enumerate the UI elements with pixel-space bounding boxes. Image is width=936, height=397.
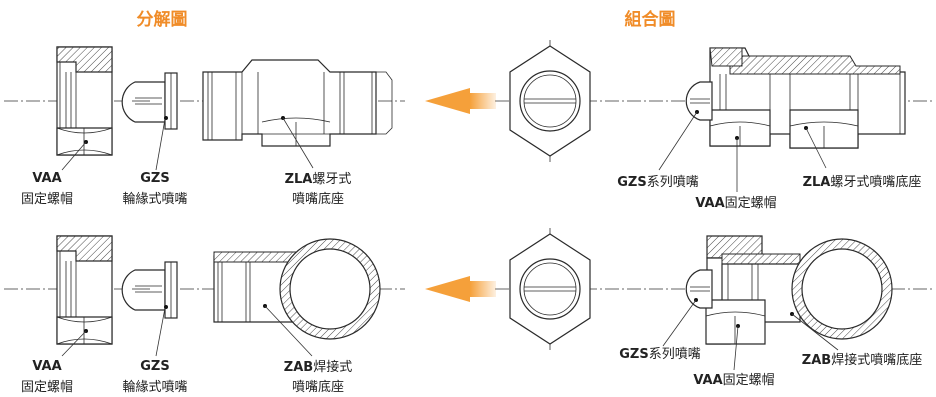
top-zla-leader [282,117,314,169]
top-assembly-arrow-tail [470,93,496,109]
top-asm-gzs-code: GZS [617,175,646,190]
bottom-asm-gzs-name: 系列噴嘴 [649,347,701,362]
bottom-vaa-leader [61,330,87,357]
bottom-vaa-nut [56,235,113,345]
top-asm-gzs-leader [658,111,698,171]
top-asm-zla-name: 螺牙式噴嘴底座 [830,174,921,190]
assembled-view-title: 組合圖 [625,9,676,30]
bottom-asm-vaa-leader [733,325,739,371]
top-hex-end-view [509,45,591,157]
bottom-zab-name-line2: 噴嘴底座 [292,379,344,395]
top-zla-code: ZLA [285,172,313,187]
bottom-asm-gzs-leader [662,299,697,347]
top-vaa-name: 固定螺帽 [21,191,73,207]
top-vaa-nut [56,46,113,156]
top-asm-gzs-name: 系列噴嘴 [647,175,699,190]
top-zla-name-line1: 螺牙式 [312,172,351,187]
bottom-asm-vaa-label: VAA固定螺帽 [693,372,774,388]
bottom-asm-gzs-code: GZS [619,347,648,362]
bottom-gzs-name: 輪緣式噴嘴 [122,379,187,395]
bottom-gzs-code: GZS [140,359,169,374]
top-assembled-view [685,47,906,149]
bottom-asm-zab-code: ZAB [802,353,831,368]
bottom-vaa-name: 固定螺帽 [21,379,73,395]
top-vaa-code: VAA [32,171,61,186]
top-asm-vaa-label: VAA固定螺帽 [695,195,776,211]
top-asm-vaa-code: VAA [695,196,724,211]
top-asm-zla-leader [805,127,827,169]
bottom-gzs-leader [155,307,166,357]
bottom-asm-gzs-label: GZS系列噴嘴 [619,347,700,362]
bottom-assembled-view [685,235,893,345]
top-asm-zla-label: ZLA螺牙式噴嘴底座 [803,174,922,190]
bottom-asm-vaa-code: VAA [693,373,722,388]
bottom-zab-code: ZAB [284,360,313,375]
exploded-view-title: 分解圖 [137,9,188,30]
bottom-assembly-arrow-head [425,276,470,302]
bottom-zab-weld-base [213,238,381,340]
bottom-zab-leader [264,305,313,357]
bottom-zab-label: ZAB焊接式 [284,359,352,375]
top-asm-vaa-name: 固定螺帽 [725,195,777,211]
top-zla-label: ZLA螺牙式 [285,172,352,187]
top-vaa-leader [61,141,87,171]
top-assembly-arrow-head [425,88,470,114]
top-zla-threaded-base [202,59,393,147]
bottom-asm-zab-label: ZAB焊接式噴嘴底座 [802,352,922,368]
bottom-hex-end-view [509,233,591,345]
bottom-zab-name-line1: 焊接式 [313,359,352,375]
bottom-asm-zab-name: 焊接式噴嘴底座 [831,352,922,368]
bottom-gzs-nozzle [121,261,178,319]
bottom-asm-zab-leader [791,313,839,351]
top-gzs-nozzle [121,72,178,130]
bottom-vaa-code: VAA [32,359,61,374]
top-zla-name-line2: 噴嘴底座 [292,191,344,207]
bottom-assembly-arrow-tail [470,281,496,297]
top-asm-zla-code: ZLA [803,175,831,190]
top-asm-gzs-label: GZS系列噴嘴 [617,175,698,190]
top-gzs-leader [155,118,166,171]
top-gzs-name: 輪緣式噴嘴 [122,191,187,207]
top-gzs-code: GZS [140,171,169,186]
bottom-asm-vaa-name: 固定螺帽 [723,372,775,388]
